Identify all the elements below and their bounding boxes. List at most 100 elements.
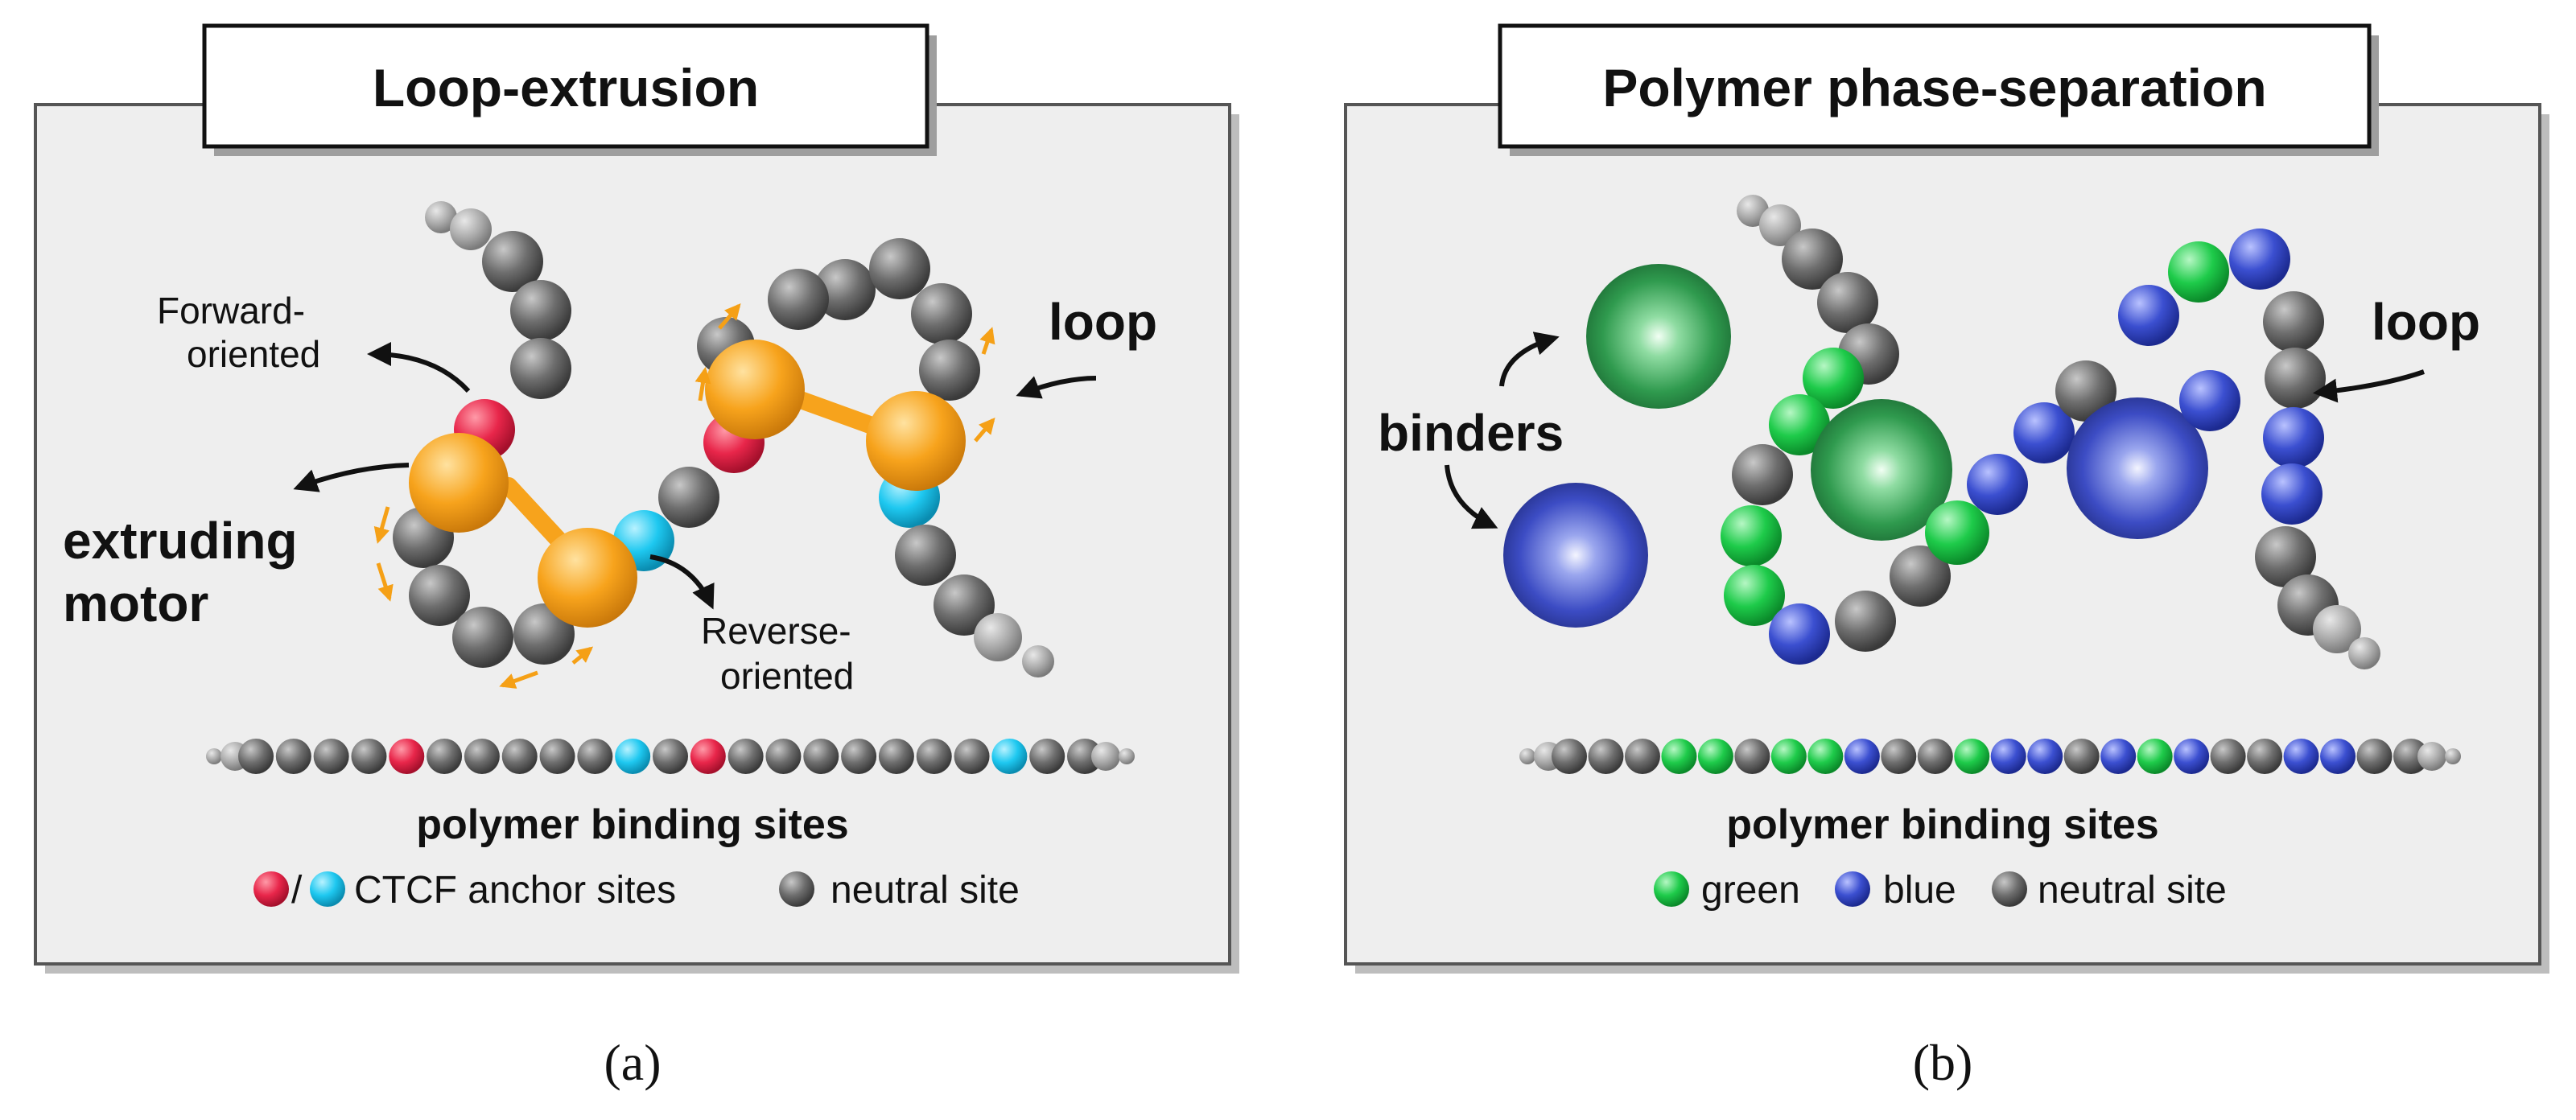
green-bead bbox=[1724, 565, 1785, 626]
neutral-bead bbox=[2055, 360, 2116, 422]
panel-b-polymer-chain bbox=[1721, 195, 2380, 669]
motor-bead bbox=[866, 391, 966, 491]
faded-bead bbox=[2445, 748, 2461, 764]
extrusion-direction-arrows bbox=[373, 303, 995, 689]
faded-bead bbox=[1759, 204, 1801, 246]
neutral-bead bbox=[768, 269, 829, 330]
loop-arrow-b bbox=[2313, 369, 2425, 403]
extrusion-arrow bbox=[373, 506, 390, 544]
neutral-bead bbox=[765, 739, 802, 774]
neutral-bead bbox=[1782, 229, 1843, 290]
neutral-bead bbox=[814, 259, 876, 320]
green-bead bbox=[2168, 241, 2229, 303]
panel-b-binding-site-strip bbox=[1519, 739, 2461, 774]
panel-b-title-box bbox=[1498, 23, 2372, 149]
extrusion-arrow bbox=[694, 367, 711, 401]
extruding-motor-arrow bbox=[293, 463, 410, 492]
legend-cyan-swatch bbox=[310, 871, 345, 907]
neutral-bead bbox=[1890, 546, 1951, 607]
neutral-bead bbox=[2265, 348, 2326, 409]
neutral-bead bbox=[1917, 739, 1953, 774]
forward-oriented-arrow bbox=[367, 342, 471, 393]
legend-neutral-label: neutral site bbox=[2038, 869, 2227, 912]
neutral-bead bbox=[313, 739, 349, 774]
green-bead bbox=[1807, 739, 1844, 774]
neutral-bead bbox=[954, 739, 990, 774]
neutral-bead bbox=[539, 739, 575, 774]
neutral-bead bbox=[2356, 739, 2393, 774]
neutral-bead bbox=[510, 338, 571, 399]
neutral-bead bbox=[409, 565, 470, 626]
green-bead bbox=[1769, 394, 1830, 455]
blue-bead bbox=[2100, 739, 2137, 774]
legend-green-swatch bbox=[1654, 871, 1689, 907]
neutral-bead bbox=[653, 739, 688, 774]
free-green-binder bbox=[1586, 264, 1731, 409]
neutral-bead bbox=[658, 467, 719, 528]
panel-a-title: Loop-extrusion bbox=[373, 58, 759, 117]
neutral-bead bbox=[727, 739, 764, 774]
neutral-bead bbox=[803, 739, 839, 774]
neutral-bead bbox=[919, 340, 980, 401]
panel-a-sites-title: polymer binding sites bbox=[416, 801, 848, 848]
faded-bead bbox=[1091, 742, 1120, 771]
faded-bead bbox=[1519, 748, 1535, 764]
neutral-bead bbox=[452, 607, 513, 668]
neutral-bead bbox=[464, 739, 500, 774]
neutral-bead bbox=[1881, 739, 1917, 774]
extrusion-arrow bbox=[571, 646, 594, 665]
neutral-bead bbox=[501, 739, 538, 774]
faded-bead bbox=[2348, 637, 2380, 669]
panel-b-polymer-chain-front bbox=[1925, 370, 2240, 565]
faded-bead bbox=[974, 613, 1022, 661]
neutral-bead bbox=[878, 739, 914, 774]
panel-a-caption: (a) bbox=[604, 1034, 661, 1091]
ctcf-reverse-bead bbox=[991, 739, 1028, 774]
neutral-bead bbox=[1734, 739, 1770, 774]
bound-green-binder bbox=[1811, 399, 1952, 541]
blue-bead bbox=[2179, 370, 2240, 431]
neutral-bead bbox=[1067, 739, 1103, 774]
neutral-bead bbox=[510, 280, 571, 341]
legend-slash: / bbox=[291, 869, 303, 912]
green-bead bbox=[1770, 739, 1807, 774]
blue-bead bbox=[2118, 285, 2179, 346]
extruding-motors bbox=[409, 340, 966, 628]
green-bead bbox=[1803, 348, 1864, 409]
green-bead bbox=[1721, 505, 1782, 566]
green-bead bbox=[1697, 739, 1733, 774]
faded-bead bbox=[425, 201, 457, 233]
neutral-bead bbox=[911, 283, 972, 344]
neutral-bead bbox=[2247, 739, 2283, 774]
neutral-bead bbox=[1732, 444, 1793, 505]
loop-label-b: loop bbox=[2372, 293, 2480, 351]
ctcf-forward-bead bbox=[389, 739, 425, 774]
panel-a-legend: / CTCF anchor sites neutral site bbox=[253, 869, 1020, 912]
blue-bead bbox=[1769, 603, 1830, 665]
green-bead bbox=[1661, 739, 1697, 774]
neutral-bead bbox=[238, 739, 274, 774]
binders-arrow-green bbox=[1499, 331, 1560, 387]
neutral-bead bbox=[1552, 739, 1587, 774]
legend-blue-label: blue bbox=[1883, 869, 1956, 912]
reverse-oriented-label: Reverse- oriented bbox=[701, 610, 861, 697]
panel-b-legend: green blue neutral site bbox=[1654, 869, 2227, 912]
neutral-bead bbox=[1029, 739, 1065, 774]
neutral-bead bbox=[2393, 739, 2429, 774]
panel-a-title-box bbox=[202, 23, 929, 149]
blue-bead bbox=[1844, 739, 1880, 774]
blue-bead bbox=[2027, 739, 2063, 774]
motor-bead bbox=[409, 433, 509, 533]
panel-b-caption: (b) bbox=[1913, 1034, 1973, 1091]
faded-bead bbox=[450, 208, 492, 250]
blue-bead bbox=[2261, 463, 2323, 525]
faded-bead bbox=[1119, 748, 1135, 764]
extrusion-arrow bbox=[376, 562, 394, 602]
neutral-bead bbox=[895, 525, 956, 586]
green-bead bbox=[1954, 739, 1990, 774]
free-blue-binder bbox=[1503, 483, 1648, 628]
ctcf-forward-bead bbox=[690, 739, 726, 774]
neutral-bead bbox=[2210, 739, 2246, 774]
blue-bead bbox=[1990, 739, 2026, 774]
